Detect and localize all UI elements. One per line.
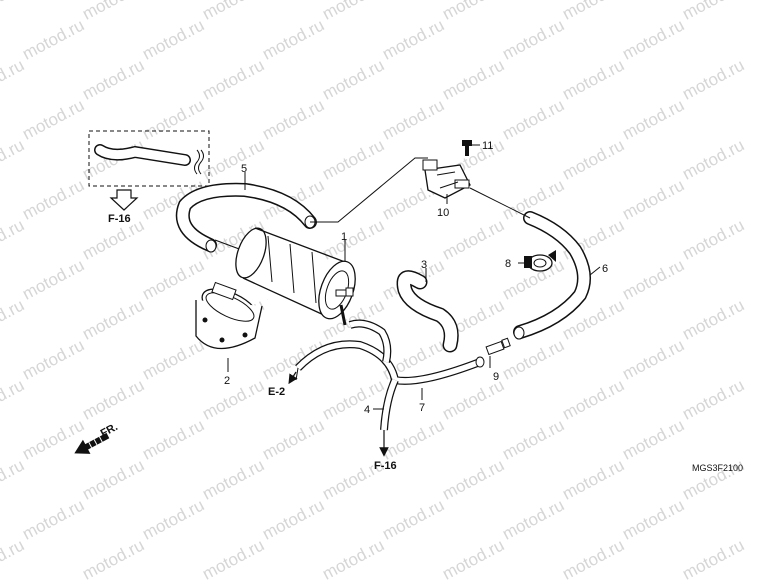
ref-f16-top: F-16 <box>108 213 131 225</box>
callout-8: 8 <box>505 258 511 270</box>
ref-f16-bottom: F-16 <box>374 460 397 472</box>
callout-2: 2 <box>224 375 230 387</box>
callout-10: 10 <box>437 207 449 219</box>
callout-6: 6 <box>602 263 608 275</box>
ref-arrow-e2 <box>288 371 298 385</box>
hose-4 <box>380 378 399 431</box>
ref-front: FR. <box>99 421 120 440</box>
joint-9 <box>485 337 511 356</box>
ref-arrow-f16-top <box>109 189 139 211</box>
front-arrow-icon <box>74 432 110 454</box>
callout-4: 4 <box>364 404 370 416</box>
hose-6 <box>513 211 591 340</box>
clamp-8 <box>524 250 556 272</box>
hose-7 <box>295 319 485 385</box>
callout-3: 3 <box>421 259 427 271</box>
callout-11: 11 <box>482 140 493 152</box>
valve-10 <box>422 159 471 199</box>
callout-7: 7 <box>419 402 425 414</box>
bolt-11 <box>462 140 472 156</box>
callout-9: 9 <box>493 371 499 383</box>
canister-1 <box>214 227 356 326</box>
callout-1: 1 <box>341 231 347 243</box>
bracket-2 <box>195 281 263 350</box>
callout-5: 5 <box>241 163 247 175</box>
hose-5 <box>175 182 317 253</box>
diagram-code: MGS3F2100 <box>692 463 743 473</box>
ref-e2: E-2 <box>268 386 285 398</box>
detail-box <box>88 130 210 187</box>
hose-3 <box>396 270 459 353</box>
